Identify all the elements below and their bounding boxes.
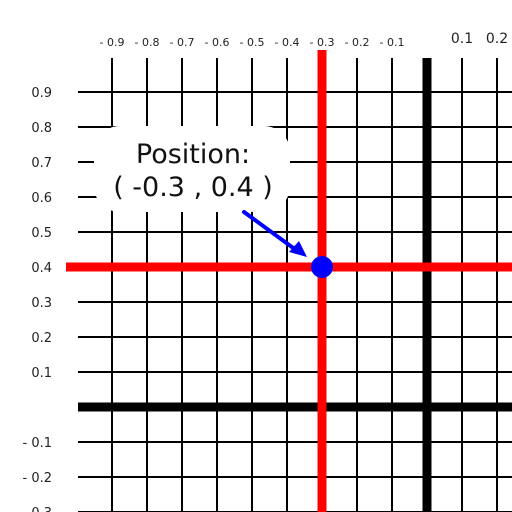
- position-callout: Position: ( -0.3 , 0.4 ): [94, 126, 290, 212]
- arrow-head: [289, 241, 307, 257]
- crosshair-lines: [66, 50, 512, 512]
- y-tick-label: - 0.2: [23, 471, 53, 486]
- x-tick-label: - 0.6: [205, 36, 230, 49]
- position-point: [311, 256, 333, 278]
- y-tick-labels: 0.9 0.8 0.7 0.6 0.5 0.4 0.3 0.2 0.1 - 0.1 - 0.2 - 0…: [23, 86, 53, 512]
- y-tick-label: 0.6: [31, 191, 52, 206]
- y-tick-label: 0.9: [31, 86, 52, 101]
- x-tick-label: - 0.1: [380, 36, 405, 49]
- y-tick-label: 0.8: [31, 121, 52, 136]
- grid-lines: [78, 58, 512, 512]
- axes: [78, 58, 512, 512]
- y-tick-label: 0.7: [31, 156, 52, 171]
- x-tick-label: - 0.7: [170, 36, 195, 49]
- y-tick-label: 0.2: [31, 331, 52, 346]
- arrow-shaft: [242, 210, 298, 252]
- x-tick-label: 0.2: [486, 31, 508, 47]
- y-tick-label: 0.3: [31, 296, 52, 311]
- x-tick-labels: - 0.9 - 0.8 - 0.7 - 0.6 - 0.5 - 0.4 - 0.3 - 0.2…: [100, 31, 509, 49]
- x-tick-label: - 0.2: [345, 36, 370, 49]
- y-tick-label: 0.4: [31, 261, 52, 276]
- x-tick-label: - 0.3: [310, 36, 335, 49]
- y-tick-label: - 0.1: [23, 436, 53, 451]
- x-tick-label: - 0.8: [135, 36, 160, 49]
- callout-coordinates: ( -0.3 , 0.4 ): [113, 172, 273, 203]
- callout-bubble: [94, 126, 290, 212]
- callout-arrow: [242, 210, 307, 257]
- x-tick-label: - 0.9: [100, 36, 125, 49]
- callout-title: Position:: [136, 139, 250, 170]
- x-tick-label: 0.1: [451, 31, 473, 47]
- y-tick-label: 0.5: [31, 226, 52, 241]
- x-tick-label: - 0.5: [240, 36, 265, 49]
- y-tick-label: 0.1: [31, 366, 52, 381]
- y-tick-label: - 0.3: [23, 506, 53, 512]
- x-tick-label: - 0.4: [275, 36, 300, 49]
